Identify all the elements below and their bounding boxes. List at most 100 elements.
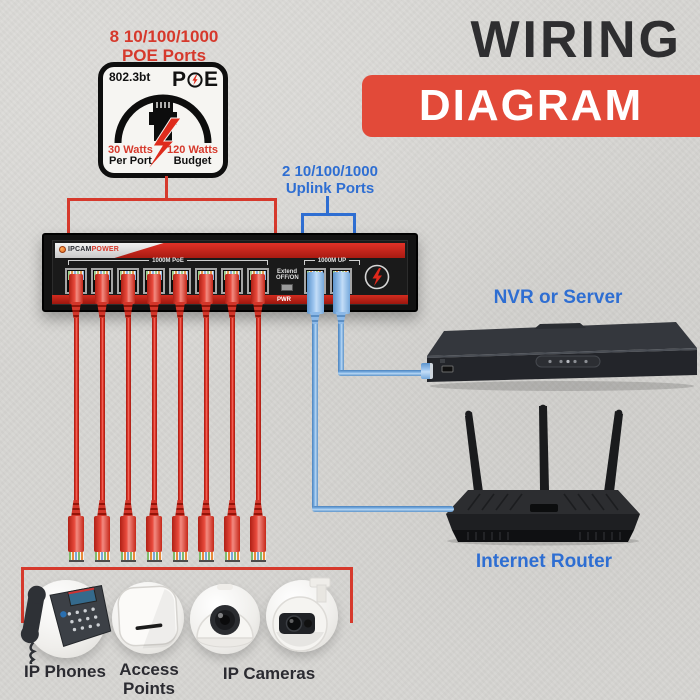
uplink-bracket-bar <box>301 213 356 216</box>
rj45-red-plug-bottom <box>146 516 162 552</box>
dome-camera-icon <box>196 584 254 648</box>
poe-port-group-label: 1000M PoE <box>68 257 269 265</box>
red-cable-boot <box>123 500 133 518</box>
rj45-blue-plug <box>306 272 324 314</box>
ptz-camera-icon <box>272 577 331 652</box>
switch-red-swoosh <box>114 243 405 258</box>
watts-budget: 120 Watts Budget <box>167 143 218 168</box>
rj45-blue-plug <box>332 272 350 314</box>
rj45-red-plug-bottom <box>120 516 136 552</box>
rj45-red-plug-top <box>173 274 187 304</box>
red-cable-boot <box>149 500 159 518</box>
poe-bracket-left-leg <box>67 198 70 236</box>
poe-logo: P E <box>171 68 218 91</box>
rj45-contacts <box>120 552 136 562</box>
uplink-bracket-left-leg <box>301 213 304 237</box>
rj45-red-plug-top <box>225 274 239 304</box>
poe-bracket-stem <box>165 176 168 200</box>
poe-802-3bt-badge: 802.3bt P E 30 Watts Per Port 120 Watts … <box>98 62 228 178</box>
rj45-red-plug-top <box>95 274 109 304</box>
red-poe-patch-cable <box>203 314 209 506</box>
rj45-red-plug-top <box>147 274 161 304</box>
poe-plug-meter-icon <box>114 94 212 173</box>
red-cable-boot <box>175 500 185 518</box>
page-title: WIRING <box>470 11 682 69</box>
rj45-red-plug-top <box>69 274 83 304</box>
red-cable-boot <box>201 500 211 518</box>
red-cable-boot <box>71 500 81 518</box>
watts-per-port: 30 Watts Per Port <box>108 143 153 168</box>
red-cable-boot <box>227 500 237 518</box>
red-poe-patch-cable <box>255 314 261 506</box>
uplink-bracket-stem <box>326 196 329 215</box>
power-led-label: PWR <box>277 297 291 303</box>
devices-bracket-bar <box>21 567 353 570</box>
rj45-red-plug-bottom <box>224 516 240 552</box>
rj45-contacts <box>94 552 110 562</box>
blue-cable-to-router <box>312 506 454 512</box>
uplink-bracket-right-leg <box>353 213 356 237</box>
red-cable-boot <box>227 302 237 318</box>
access-point-icon <box>117 585 179 649</box>
red-poe-patch-cable <box>177 314 183 506</box>
rj45-red-plug-bottom <box>250 516 266 552</box>
red-cable-boot <box>201 302 211 318</box>
devices-bracket-right-leg <box>350 567 353 623</box>
extend-mode-switch: Extend OFF/ON <box>276 269 299 291</box>
access-points-label: Access Points <box>119 660 179 699</box>
title-banner: DIAGRAM <box>362 75 700 137</box>
blue-cable-to-nvr <box>338 320 344 376</box>
uplink-ports-callout: 2 10/100/1000 Uplink Ports <box>282 163 378 198</box>
rj45-red-plug-bottom <box>68 516 84 552</box>
poe-bracket-right-leg <box>274 198 277 236</box>
badge-standard-label: 802.3bt <box>109 70 151 84</box>
red-poe-patch-cable <box>125 314 131 506</box>
rj45-contacts <box>198 552 214 562</box>
rj45-blue-plug-nvr <box>421 363 433 379</box>
blue-cable-to-nvr <box>338 370 424 376</box>
red-poe-patch-cable <box>99 314 105 506</box>
red-cable-boot <box>175 302 185 318</box>
rj45-contacts <box>146 552 162 562</box>
red-poe-patch-cable <box>151 314 157 506</box>
uplink-port-group-label: 1000M UP <box>304 257 361 265</box>
rj45-red-plug-bottom <box>172 516 188 552</box>
red-cable-boot <box>253 302 263 318</box>
rj45-contacts <box>250 552 266 562</box>
router-device <box>446 404 640 546</box>
red-cable-boot <box>149 302 159 318</box>
red-poe-patch-cable <box>73 314 79 506</box>
blue-cable-to-router <box>312 320 318 510</box>
red-cable-boot <box>71 302 81 318</box>
blue-cable-boot <box>336 312 346 324</box>
poe-ports-callout: 8 10/100/1000 POE Ports <box>109 27 219 66</box>
ip-phones-label: IP Phones <box>24 662 106 681</box>
switch-power-bolt-icon <box>364 264 390 290</box>
title-banner-text: DIAGRAM <box>418 81 644 130</box>
rj45-red-plug-bottom <box>198 516 214 552</box>
nvr-device <box>427 322 697 391</box>
red-poe-patch-cable <box>229 314 235 506</box>
rj45-red-plug-top <box>251 274 265 304</box>
ip-cameras-label: IP Cameras <box>222 664 316 683</box>
rj45-red-plug-top <box>121 274 135 304</box>
devices-bracket-left-leg <box>21 567 24 623</box>
blue-cable-boot <box>310 312 320 324</box>
red-cable-boot <box>97 302 107 318</box>
router-label: Internet Router <box>475 551 613 572</box>
nvr-label: NVR or Server <box>493 287 623 308</box>
rj45-red-plug-top <box>199 274 213 304</box>
poe-logo-bolt-icon <box>187 72 203 88</box>
brand-logo-icon <box>59 246 66 253</box>
rj45-red-plug-bottom <box>94 516 110 552</box>
red-cable-boot <box>97 500 107 518</box>
rj45-contacts <box>172 552 188 562</box>
red-cable-boot <box>123 302 133 318</box>
ip-phone-icon <box>20 584 112 664</box>
rj45-contacts <box>68 552 84 562</box>
rj45-contacts <box>224 552 240 562</box>
red-cable-boot <box>253 500 263 518</box>
